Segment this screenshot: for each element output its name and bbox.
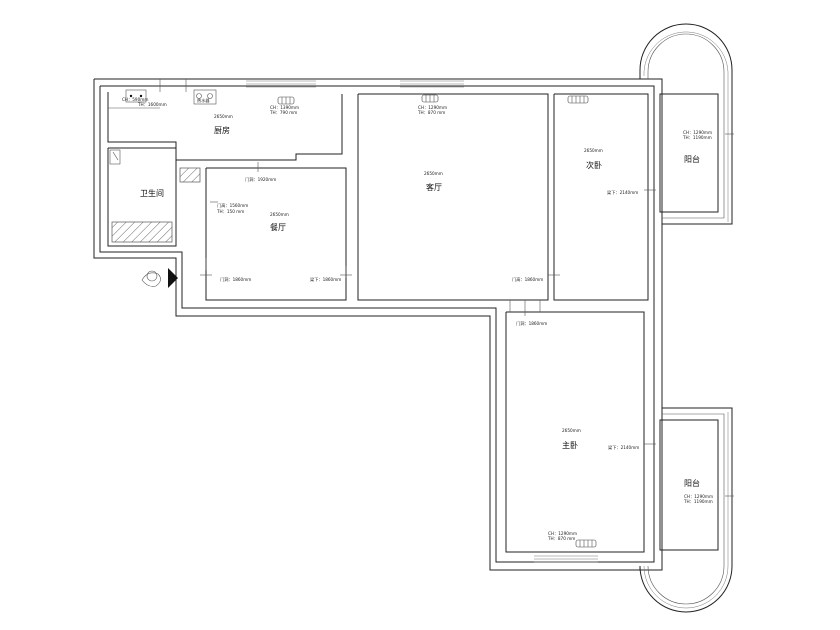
second-bedroom-height: 2650mm [584,148,603,153]
balcony-bottom-th: TH：1190mm [683,499,713,504]
balcony-top-th: TH：1190mm [682,135,712,140]
dining-name: 餐厅 [270,223,286,232]
bathroom-name: 卫生间 [140,188,164,198]
balcony-bottom-name: 阳台 [684,478,700,488]
living-window [400,80,464,88]
entry-person-icon [141,270,161,287]
master-door: 门洞：1860mm [516,320,547,327]
living-room: CH：1290mm TH：870 mm 2650mm 客厅 门高：1860mm [357,80,549,301]
balcony-top-ch: CH：1290mm [683,130,712,135]
kitchen-sink-ch: CH：590mm [122,97,148,102]
bath-door-height: 门高：1560mm [217,202,248,209]
master-bedroom: 门洞：1860mm 2650mm 主卧 梁下：2140mm CH：1290mm … [505,300,645,563]
balcony-bottom: 阳台 CH：1290mm TH：1190mm [639,407,733,613]
kitchen-height: 2650mm [214,114,233,119]
master-height: 2650mm [562,428,581,433]
second-bedroom-beam: 梁下：2140mm [607,189,638,196]
radiator-icon [421,94,439,103]
master-window-ch: CH：1290mm [548,531,577,536]
master-name: 主卧 [562,440,578,450]
kitchen: CH：590mm TH：1600mm 热水器 CH：1390mm TH：790 … [107,79,343,161]
dining-door-left: 门洞：1860mm [220,276,251,283]
kitchen-window [246,80,316,88]
balcony-bottom-ch: CH：1290mm [684,494,713,499]
door-markers [200,133,734,497]
living-window-th: TH：870 mm [417,110,445,115]
outer-walls [93,78,663,571]
master-window [534,555,598,563]
second-bedroom: 2650mm 次卧 梁下：2140mm [553,93,649,301]
kitchen-name: 厨房 [214,125,230,135]
balcony-top-name: 阳台 [684,154,700,164]
radiator-icon [575,539,597,548]
balcony-top: CH：1290mm TH：1190mm 阳台 [639,23,733,225]
bathroom: 卫生间 [107,147,201,247]
second-bedroom-name: 次卧 [586,160,602,170]
water-heater-label: 热水器 [197,97,210,104]
living-height: 2650mm [424,171,443,176]
dining-height: 2650mm [270,212,289,217]
radiator-icon [277,96,295,105]
dining-door-top: 门洞：1920mm [245,176,276,183]
dining-beam: 梁下：1860mm [310,276,341,283]
sink-icon [125,89,147,103]
kitchen-sink-th: TH：1600mm [137,102,167,107]
dining-room: 门洞：1920mm 门高：1560mm TH：150 mm 2650mm 餐厅 … [205,167,347,301]
water-heater [193,89,217,105]
radiator-icon [567,95,589,104]
living-name: 客厅 [426,182,442,192]
kitchen-window-ch: CH：1390mm [270,105,299,110]
entry-arrow-icon [168,268,178,288]
living-window-ch: CH：1290mm [418,105,447,110]
bath-door-th: TH：150 mm [216,209,244,214]
living-door: 门高：1860mm [512,276,543,283]
kitchen-window-th: TH：790 mm [269,110,297,115]
master-beam: 梁下：2140mm [608,444,639,451]
master-window-th: TH：870 mm [547,536,575,541]
